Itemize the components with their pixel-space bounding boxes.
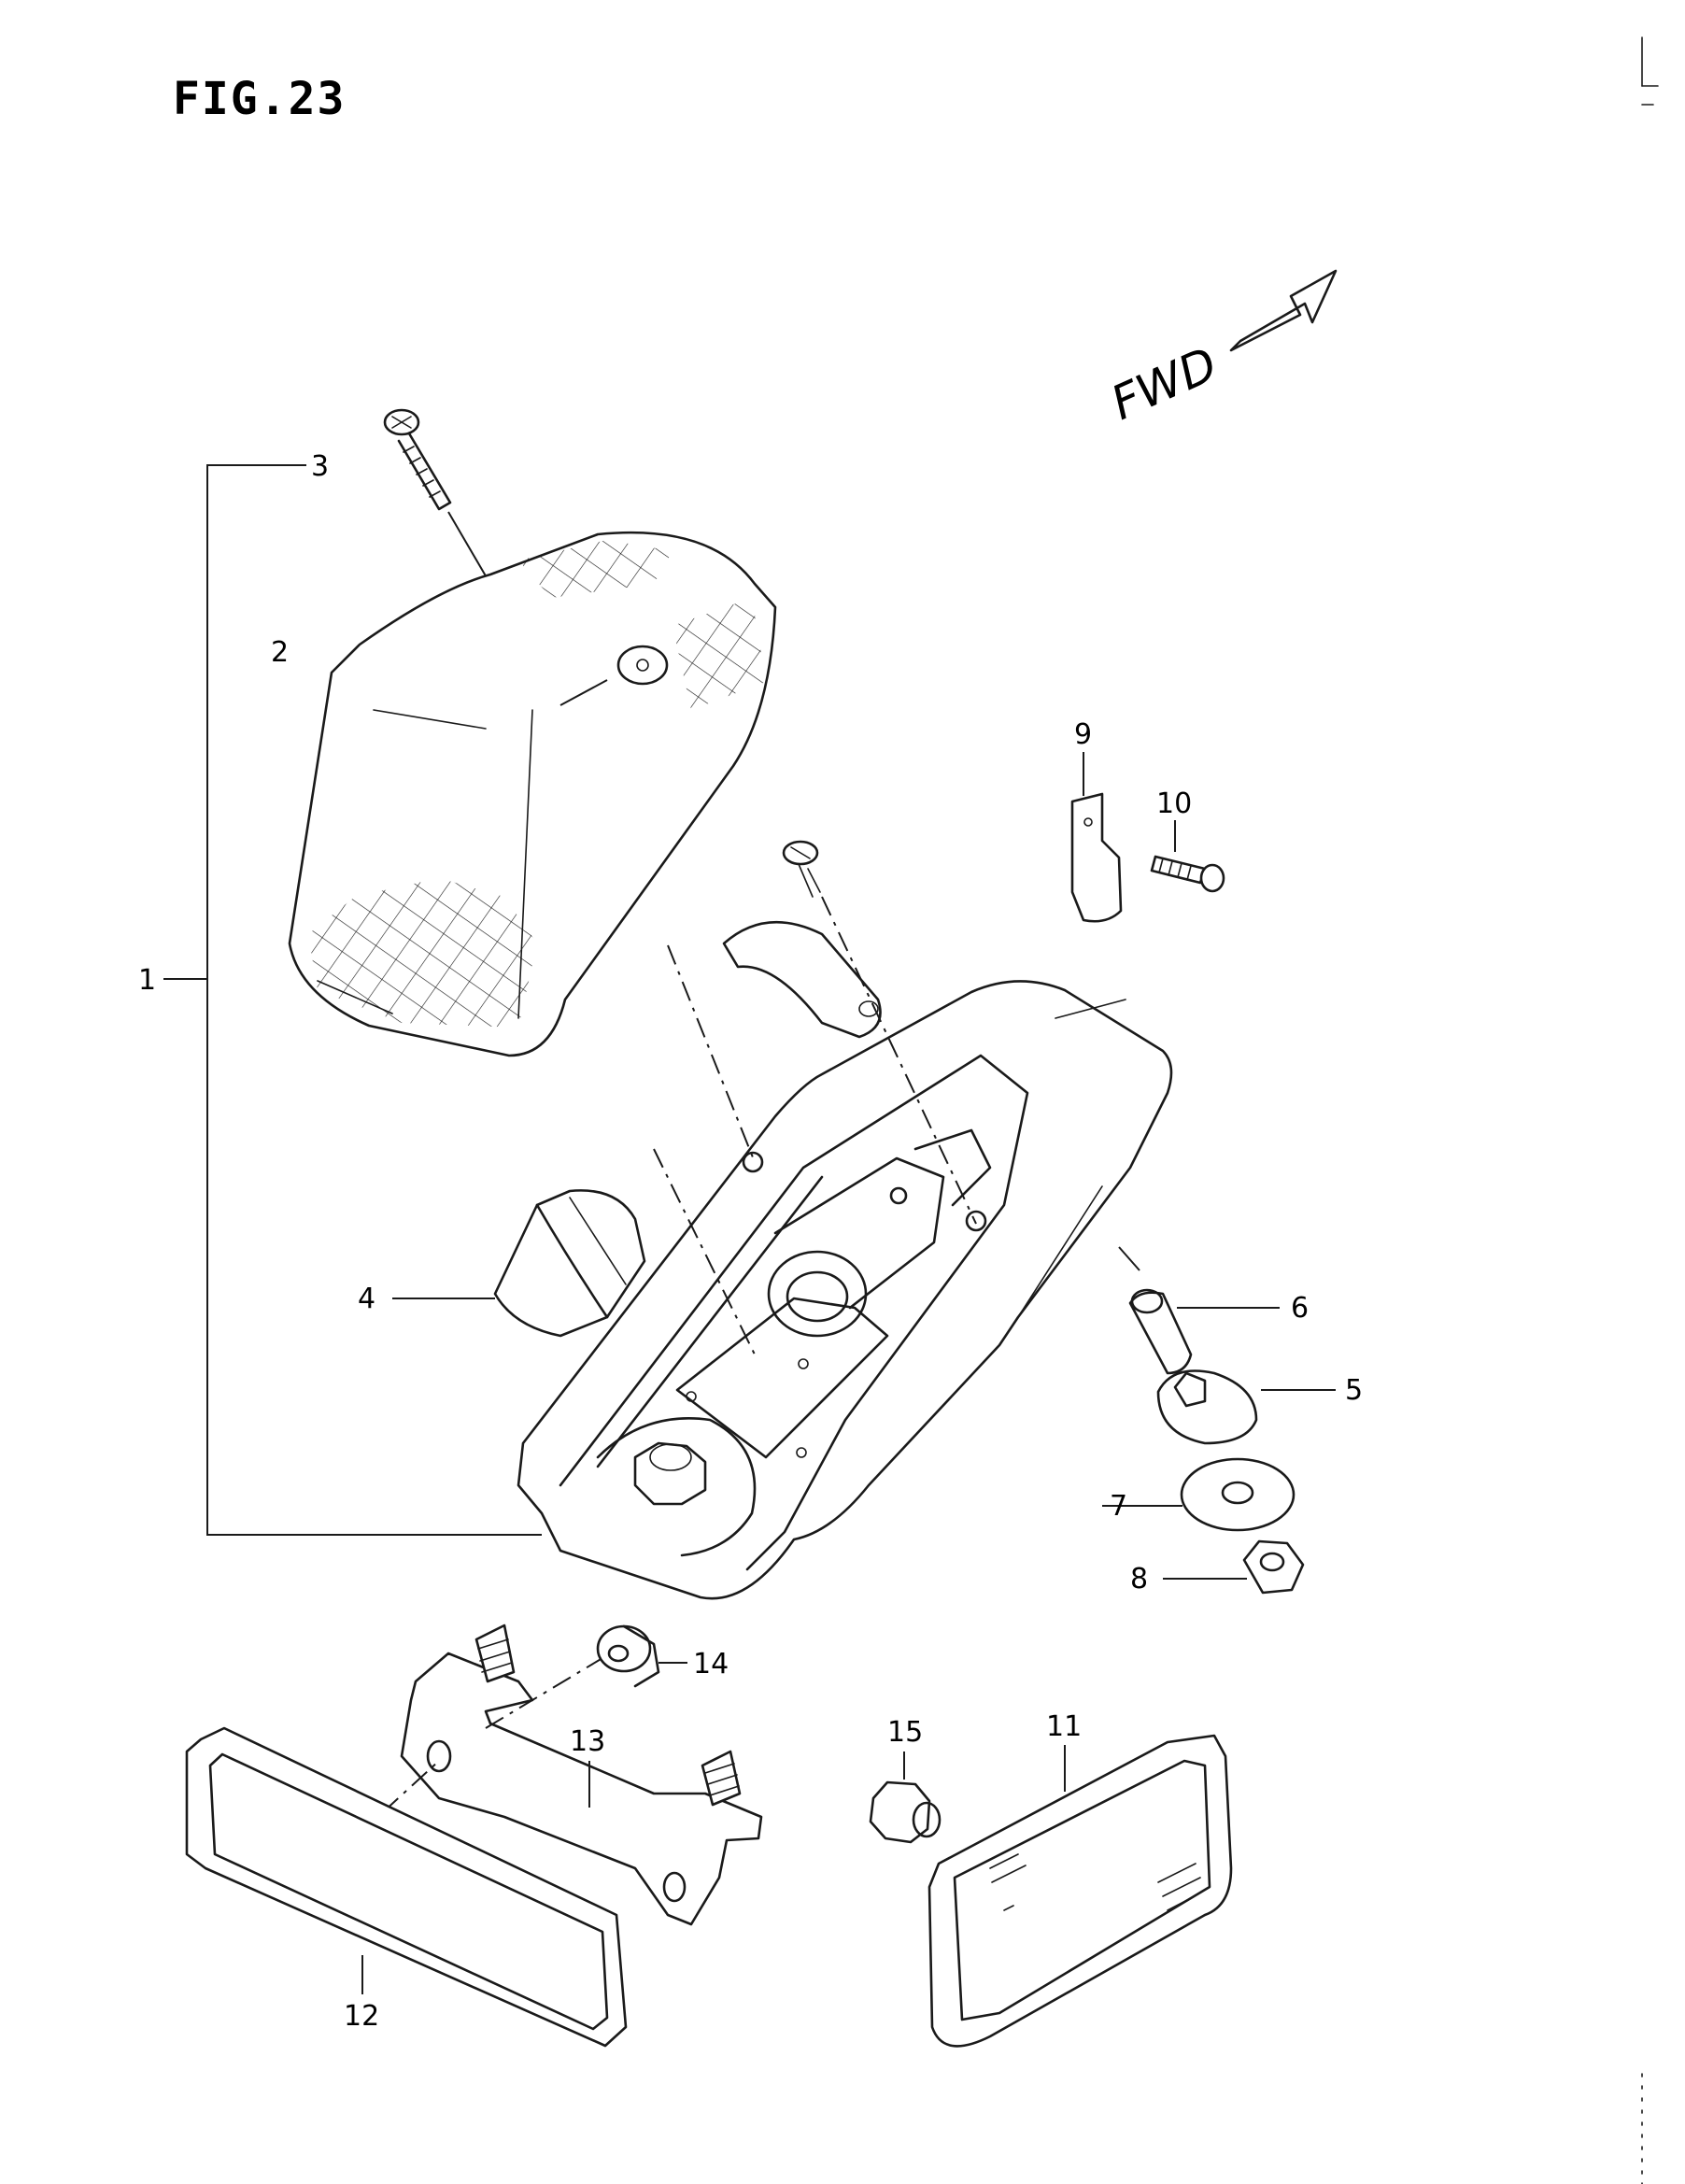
upper-bracket-part: [722, 840, 977, 1225]
callout-9: 9: [1074, 718, 1092, 751]
callout-11: 11: [1046, 1710, 1082, 1743]
small-screw-part: [1150, 820, 1225, 893]
terminal-part: [1070, 752, 1123, 923]
callout-labels: 1 2 3 4 5 6 7 8 9 10 11 12 13 14 15: [138, 450, 1363, 2033]
housing-part: [517, 944, 1173, 1600]
callout-8: 8: [1130, 1563, 1148, 1595]
screw-part: [383, 408, 489, 580]
sleeve-part: [1118, 1246, 1280, 1375]
figure-title: FIG.23: [173, 73, 346, 125]
rear-reflector-part: [185, 1726, 628, 2048]
side-reflector-part: [927, 1734, 1233, 2048]
callout-14: 14: [693, 1648, 729, 1681]
callout-5: 5: [1345, 1374, 1363, 1407]
scan-edge-marks: [1641, 36, 1659, 2184]
callout-13: 13: [570, 1725, 605, 1758]
callout-12: 12: [344, 2000, 379, 2033]
callout-2: 2: [271, 636, 289, 669]
callout-10: 10: [1156, 787, 1192, 820]
callout-3: 3: [311, 450, 329, 483]
callout-15: 15: [887, 1716, 923, 1749]
assembly-bracket: [163, 464, 542, 1536]
callout-1: 1: [138, 964, 156, 997]
nut-part: [1163, 1539, 1305, 1595]
nut-15-part: [869, 1751, 942, 1844]
washer-part: [1102, 1457, 1296, 1532]
bulb-part: [392, 1189, 646, 1338]
callout-4: 4: [358, 1283, 375, 1315]
grommet-part: [1156, 1369, 1336, 1445]
forward-arrow-icon: [1229, 269, 1338, 352]
forward-label: FWD: [1103, 337, 1225, 431]
flange-nut-part: [596, 1624, 687, 1688]
callout-7: 7: [1110, 1490, 1127, 1523]
lens-part: [288, 531, 777, 1057]
callout-6: 6: [1291, 1292, 1309, 1325]
